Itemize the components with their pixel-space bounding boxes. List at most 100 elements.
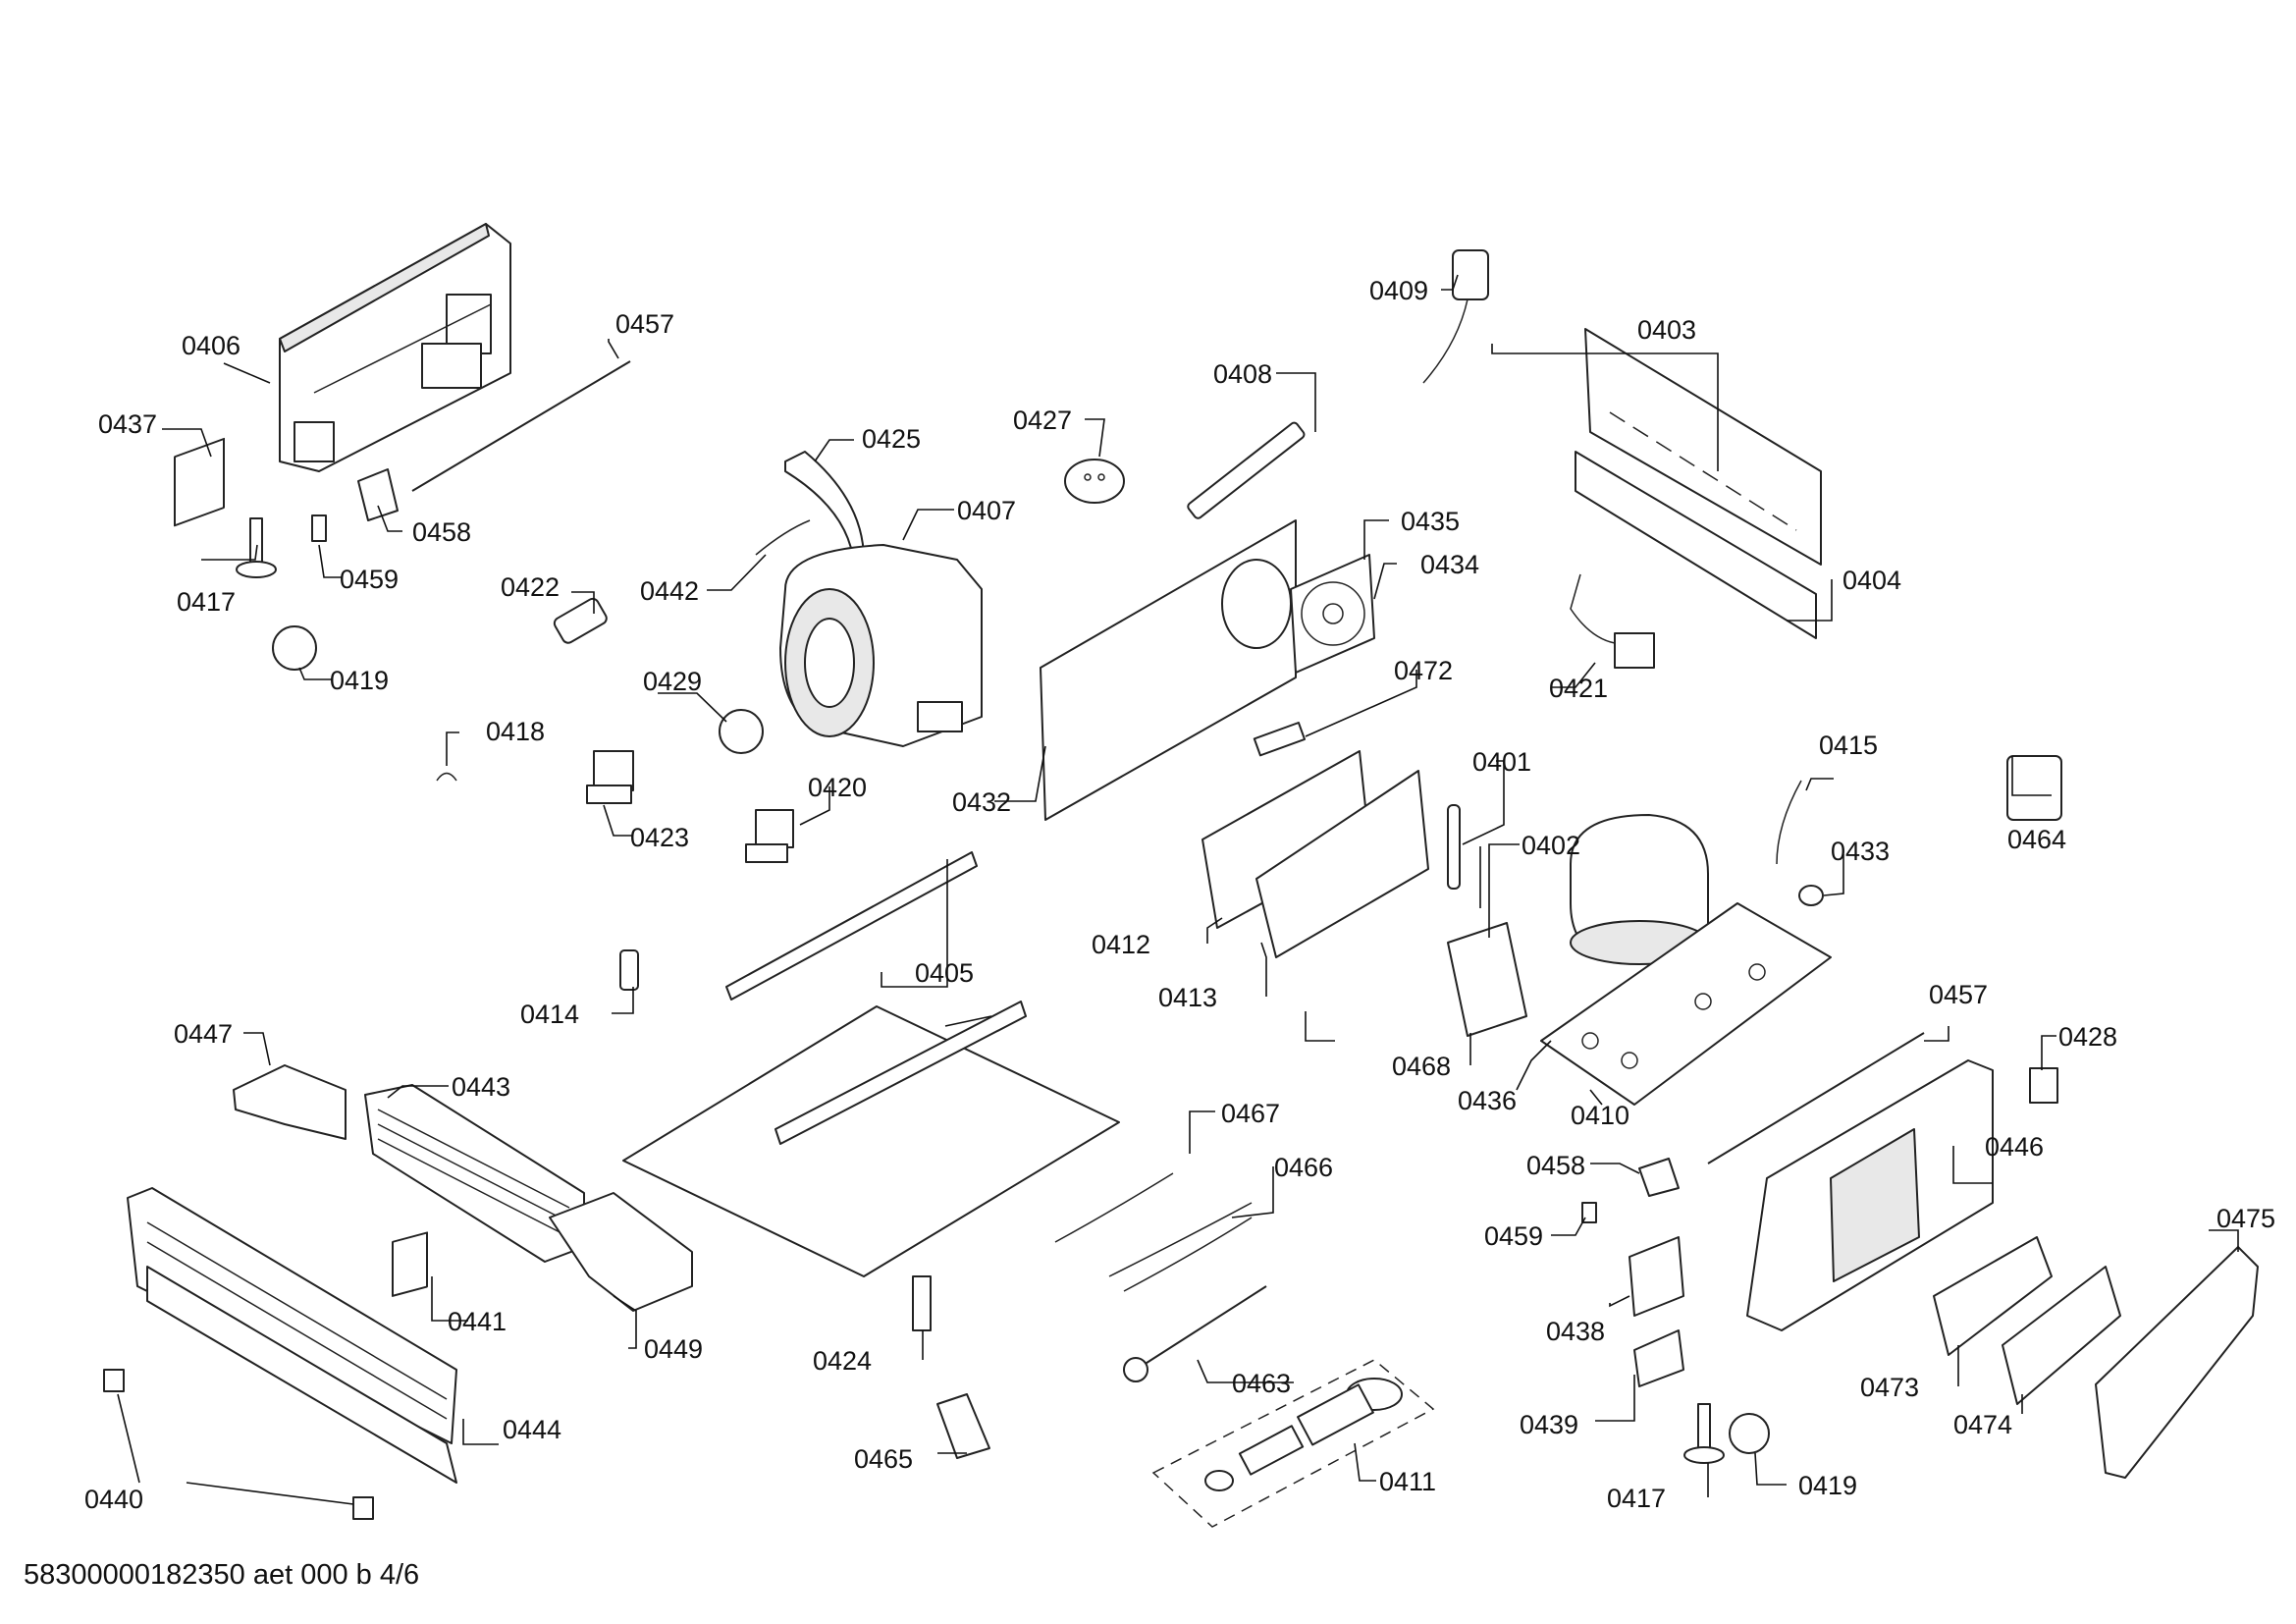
callout-0428: 0428 <box>2058 1022 2117 1052</box>
callout-0437: 0437 <box>98 409 157 439</box>
callout-0443: 0443 <box>452 1072 510 1102</box>
callout-0459: 0459 <box>340 565 399 594</box>
part-0401-dryer <box>1447 804 1461 890</box>
part-0413-cover <box>1255 770 1429 958</box>
part-0435-fan <box>1290 554 1375 674</box>
part-0447-bracket <box>233 1064 347 1140</box>
part-0459-screw <box>311 514 327 542</box>
part-0443-grille <box>364 1084 585 1263</box>
part-0419-roller-b <box>1729 1413 1770 1454</box>
part-0422-capacitor <box>553 597 608 644</box>
callout-0438: 0438 <box>1546 1317 1605 1346</box>
callout-0409: 0409 <box>1369 276 1428 305</box>
callout-0444: 0444 <box>503 1415 561 1444</box>
part-0457-rod-b <box>1707 1032 1925 1164</box>
part-0449-duct <box>549 1192 693 1312</box>
part-0405-frame <box>622 1005 1120 1277</box>
part-0439-plate <box>1633 1329 1684 1387</box>
callout-0449: 0449 <box>644 1334 703 1364</box>
callout-0463: 0463 <box>1232 1369 1291 1398</box>
callout-0425: 0425 <box>862 424 921 454</box>
part-0428-clip <box>2029 1067 2058 1104</box>
part-0410-base <box>1540 902 1832 1106</box>
callout-0457: 0457 <box>615 309 674 339</box>
part-0405-rail <box>725 851 978 1001</box>
part-0446-frame <box>1746 1059 1994 1331</box>
callout-0442: 0442 <box>640 576 699 606</box>
callout-0440: 0440 <box>84 1485 143 1514</box>
callout-0413: 0413 <box>1158 983 1217 1012</box>
callout-0422: 0422 <box>501 572 560 602</box>
part-0440-pad-b <box>352 1496 374 1520</box>
part-0403-plate <box>1584 328 1822 566</box>
callout-0459b: 0459 <box>1484 1221 1543 1251</box>
part-0414-spacer <box>619 949 639 991</box>
part-0415-hose <box>1776 780 1802 865</box>
callout-0424: 0424 <box>813 1346 872 1376</box>
document-id: 58300000182350 aet 000 b 4/6 <box>24 1559 420 1591</box>
part-0442-wire <box>755 519 811 556</box>
part-0459-screw-b <box>1581 1202 1597 1223</box>
callout-0434: 0434 <box>1420 550 1479 579</box>
part-0467-harness <box>1054 1172 1174 1243</box>
part-0417-foot-b <box>1683 1403 1725 1464</box>
part-0420-valve <box>745 809 794 863</box>
part-0407-fan-shroud <box>779 544 983 747</box>
part-0458-bracket <box>357 468 399 521</box>
callout-0473: 0473 <box>1860 1373 1919 1402</box>
callout-0468: 0468 <box>1392 1052 1451 1081</box>
part-0441-bracket <box>392 1231 428 1297</box>
callout-0412: 0412 <box>1092 930 1150 959</box>
part-drawings <box>103 223 2259 1528</box>
part-0411-motor-kit <box>1151 1359 1435 1528</box>
callout-0435: 0435 <box>1401 507 1460 536</box>
callout-0405: 0405 <box>915 958 974 988</box>
part-0423-valve <box>586 750 634 804</box>
callout-0417b: 0417 <box>1607 1484 1666 1513</box>
callout-0401: 0401 <box>1472 747 1531 777</box>
callout-0447: 0447 <box>174 1019 233 1049</box>
part-0466-harness <box>1108 1202 1253 1292</box>
part-0419-roller <box>272 625 317 671</box>
callout-0404: 0404 <box>1842 566 1901 595</box>
callout-0418: 0418 <box>486 717 545 746</box>
callout-0420: 0420 <box>808 773 867 802</box>
callout-0433: 0433 <box>1831 837 1890 866</box>
callout-0407: 0407 <box>957 496 1016 525</box>
part-0438-plate <box>1629 1236 1684 1317</box>
callout-0427: 0427 <box>1013 406 1072 435</box>
part-0468-box <box>1447 922 1527 1037</box>
part-0404-frame <box>1575 451 1817 639</box>
part-0408-tube <box>1187 421 1306 519</box>
part-0473-board <box>1933 1236 2053 1356</box>
part-0406-housing <box>279 223 511 472</box>
callout-0421: 0421 <box>1549 674 1608 703</box>
callout-0436: 0436 <box>1458 1086 1517 1115</box>
callout-0414: 0414 <box>520 1000 579 1029</box>
leader-lines <box>117 274 2239 1505</box>
callout-0464: 0464 <box>2007 825 2066 854</box>
part-0421-relay <box>1570 573 1655 669</box>
callout-0458b: 0458 <box>1526 1151 1585 1180</box>
part-0475-cover <box>2095 1246 2259 1479</box>
callout-0458: 0458 <box>412 517 471 547</box>
callout-0403: 0403 <box>1637 315 1696 345</box>
part-0418-clip <box>436 772 457 782</box>
callout-0472: 0472 <box>1394 656 1453 685</box>
callout-0466: 0466 <box>1274 1153 1333 1182</box>
callout-0432: 0432 <box>952 787 1011 817</box>
callout-0402: 0402 <box>1522 831 1580 860</box>
part-0465-bracket <box>936 1393 990 1459</box>
callout-0415: 0415 <box>1819 731 1878 760</box>
callout-0419b: 0419 <box>1798 1471 1857 1500</box>
part-0463-shaft <box>1123 1285 1267 1382</box>
callout-0467: 0467 <box>1221 1099 1280 1128</box>
callout-0446: 0446 <box>1985 1132 2044 1162</box>
part-0440-pad-a <box>103 1369 125 1392</box>
callout-0410: 0410 <box>1571 1101 1629 1130</box>
part-0409-power-cord <box>1422 249 1489 384</box>
part-0417-foot <box>236 517 277 578</box>
part-0474-board <box>2002 1266 2121 1405</box>
callout-0411: 0411 <box>1379 1467 1436 1496</box>
